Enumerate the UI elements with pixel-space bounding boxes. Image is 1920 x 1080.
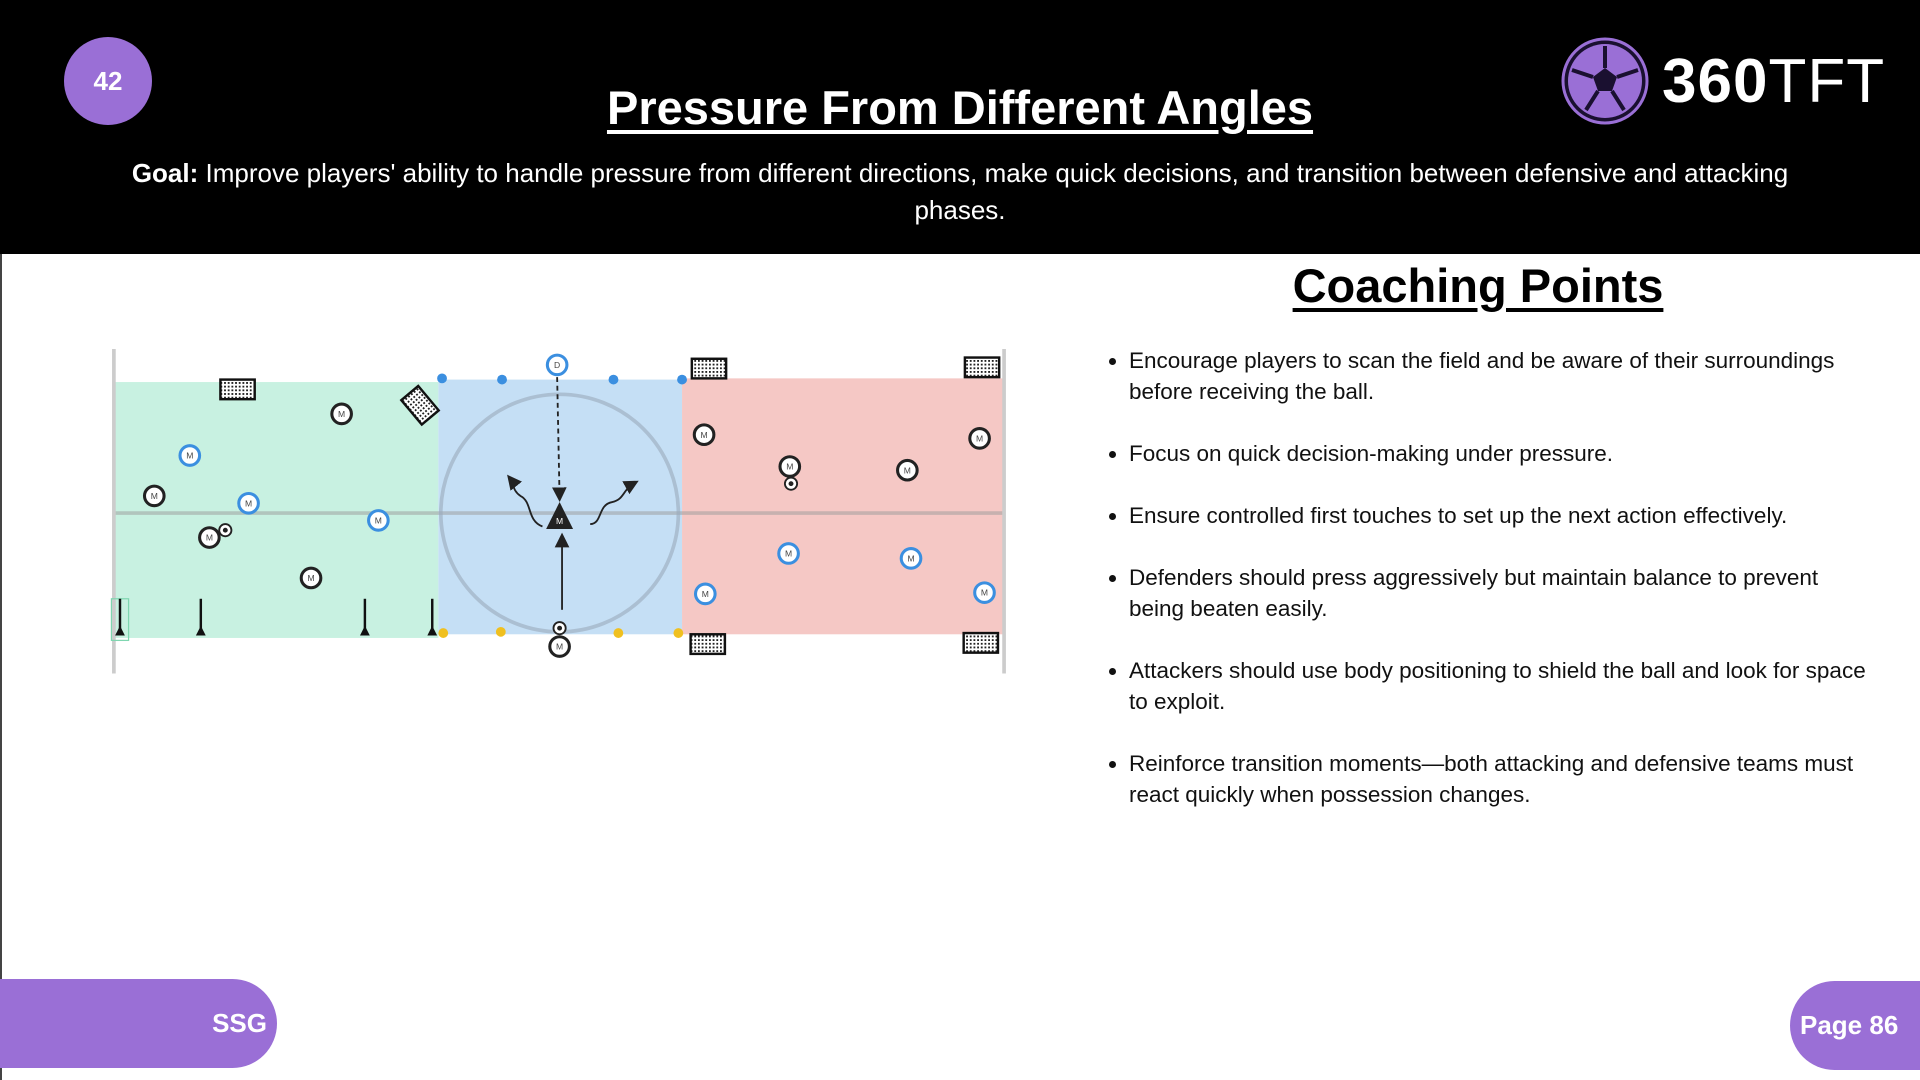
- ball-patch-icon: [222, 527, 228, 533]
- player-blue: [237, 491, 260, 515]
- pole-base-icon: [427, 625, 438, 636]
- player-blue: [178, 444, 202, 467]
- coaching-point: Defenders should press aggressively but …: [1108, 562, 1868, 624]
- player-black: [968, 427, 991, 450]
- player-black: [330, 402, 353, 426]
- marker-dot-blue: [608, 374, 619, 385]
- goal-icon: [962, 631, 1000, 654]
- player-blue-label: M: [981, 588, 988, 598]
- goal-label: Goal:: [131, 158, 199, 188]
- player-black-label: M: [556, 642, 563, 652]
- goal-icon: [219, 378, 256, 401]
- player-black-label: M: [976, 433, 983, 443]
- player-black-label: M: [206, 533, 213, 543]
- logo-text-bold: 360: [1662, 46, 1769, 116]
- player-black: [142, 484, 166, 508]
- coaching-point: Reinforce transition moments—both attack…: [1108, 748, 1868, 810]
- coaching-points-title: Coaching Points: [1292, 259, 1664, 312]
- pole-base-icon: [195, 625, 206, 636]
- coaching-point: Focus on quick decision-making under pre…: [1108, 438, 1868, 469]
- marker-dot-blue: [677, 374, 687, 385]
- goal-description: Improve players' ability to handle press…: [198, 158, 1789, 225]
- goal-icon: [689, 633, 727, 656]
- goal-text: Goal: Improve players' ability to handle…: [90, 155, 1830, 229]
- header-bar: 42 Pressure From Different Angles 360TFT…: [0, 0, 1920, 254]
- player-black-label: M: [786, 462, 793, 472]
- coaching-points-list: Encourage players to scan the field and …: [1108, 345, 1868, 841]
- ball-patch-icon: [788, 481, 794, 487]
- marker-dot-blue: [437, 373, 447, 384]
- coaching-point: Attackers should use body positioning to…: [1108, 655, 1868, 717]
- marker-dot-yellow: [673, 628, 684, 638]
- player-blue: [693, 582, 717, 606]
- player-black: [778, 455, 802, 478]
- player-black-label: M: [338, 409, 345, 419]
- dribble-arrow-left: [507, 474, 543, 528]
- page-title: Pressure From Different Angles: [606, 81, 1314, 134]
- dribble-arrow-right: [590, 480, 639, 525]
- player-black-label: M: [307, 573, 314, 583]
- defender-blue: [545, 353, 569, 377]
- marker-dot-yellow: [613, 628, 624, 638]
- player-black: [198, 526, 221, 549]
- drill-number-badge: 42: [64, 37, 152, 125]
- player-black: [692, 423, 716, 447]
- category-tab: SSG: [0, 979, 277, 1068]
- goal-icon: [963, 356, 1001, 379]
- cone-player-label: M: [556, 516, 563, 526]
- player-black: [896, 458, 919, 482]
- player-black: [299, 566, 323, 590]
- coaching-point: Ensure controlled first touches to set u…: [1108, 500, 1868, 531]
- player-blue-label: M: [245, 498, 252, 508]
- player-blue-label: M: [785, 549, 792, 559]
- page-number-tab: Page 86: [1790, 981, 1920, 1070]
- player-blue: [777, 542, 800, 565]
- logo-text: 360TFT: [1662, 46, 1885, 117]
- player-black: [548, 635, 571, 658]
- coaching-point: Encourage players to scan the field and …: [1108, 345, 1868, 407]
- marker-dot-yellow: [438, 628, 449, 638]
- pole-base-icon: [115, 625, 125, 636]
- player-blue: [899, 547, 923, 570]
- left-border: [0, 254, 2, 1080]
- pole-base-icon: [360, 625, 370, 636]
- goal-icon: [399, 384, 441, 427]
- marker-dot-blue: [497, 374, 507, 385]
- player-blue-label: M: [702, 589, 709, 599]
- player-blue-label: M: [907, 553, 914, 563]
- page-number: Page 86: [1800, 1010, 1899, 1040]
- logo-text-light: TFT: [1768, 46, 1886, 116]
- category-label: SSG: [212, 1008, 267, 1038]
- logo: 360TFT: [1560, 36, 1885, 126]
- player-black-label: M: [904, 465, 911, 475]
- goal-icon: [690, 357, 728, 380]
- player-blue: [973, 581, 996, 604]
- zone-red: [682, 378, 1005, 635]
- player-blue: [367, 509, 390, 532]
- player-blue-label: M: [186, 451, 193, 461]
- cone-player-icon: [546, 502, 574, 529]
- ball-patch-icon: [557, 625, 563, 631]
- player-black-label: M: [701, 430, 708, 440]
- player-blue-label: M: [375, 515, 382, 525]
- defender-blue-label: D: [554, 360, 560, 370]
- pass-arrow-dashed: [552, 377, 567, 503]
- zone-green: [113, 382, 439, 638]
- marker-dot-yellow: [495, 626, 506, 637]
- player-black-label: M: [151, 491, 158, 501]
- soccer-ball-icon: [1561, 37, 1649, 125]
